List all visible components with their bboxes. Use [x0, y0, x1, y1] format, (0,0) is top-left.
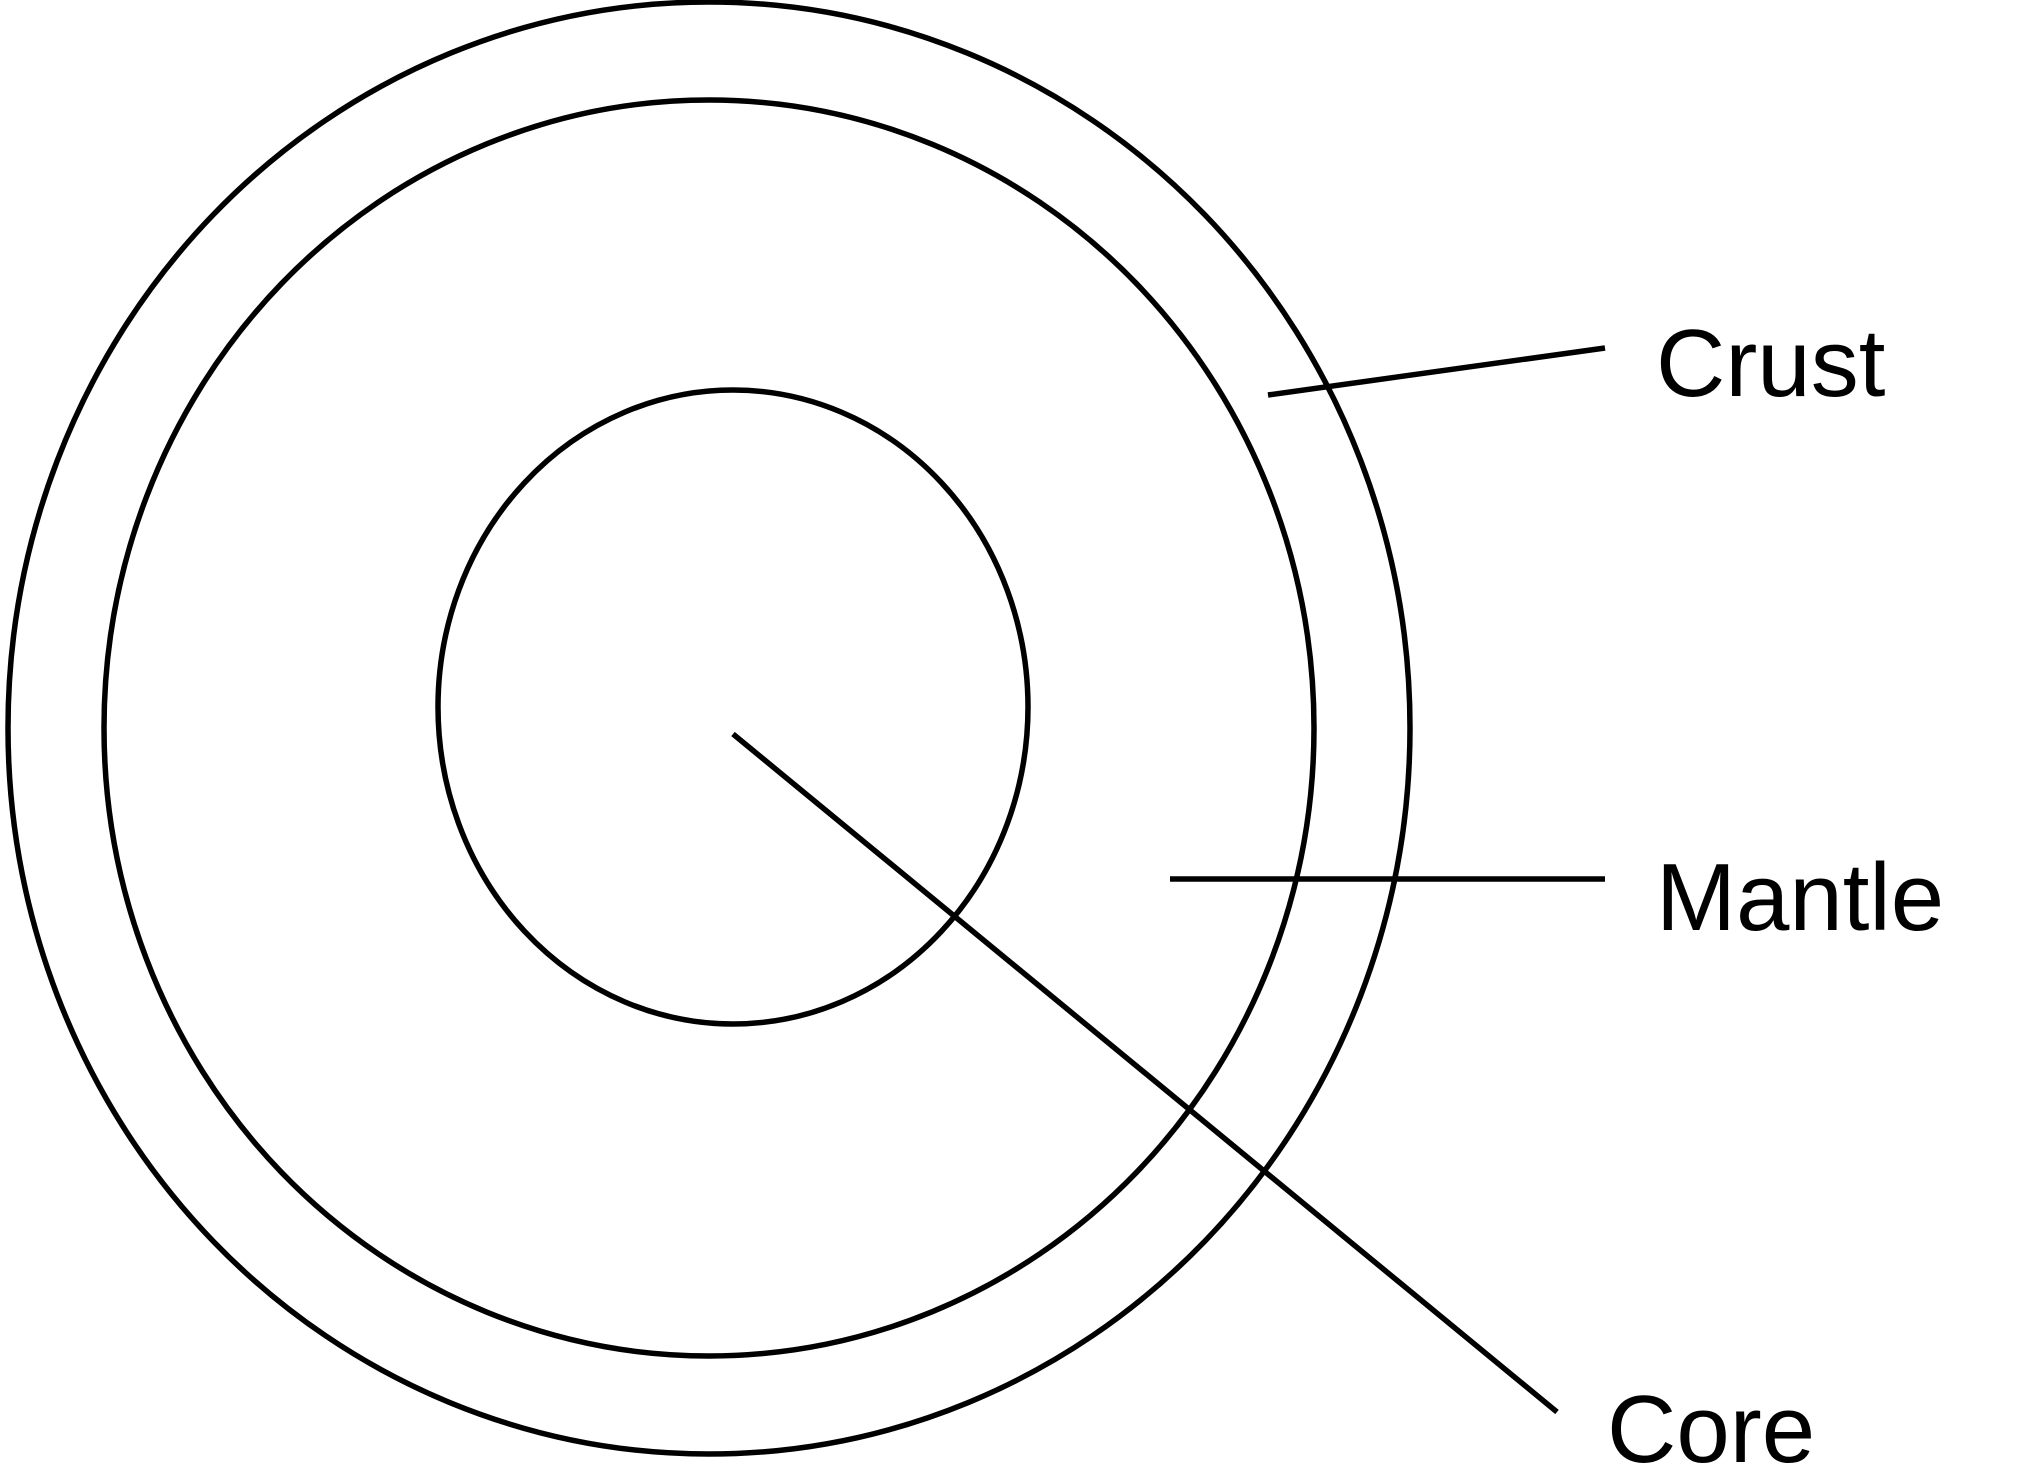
mantle-outer-boundary	[101, 97, 1317, 1359]
crust-outer-boundary	[5, 0, 1413, 1457]
core-label: Core	[1607, 1376, 1815, 1466]
core-boundary	[435, 387, 1031, 1027]
crust-label: Crust	[1656, 310, 1885, 417]
mantle-label: Mantle	[1656, 844, 1944, 951]
core-leader-line	[731, 731, 1559, 1415]
crust-leader-line	[1267, 345, 1606, 398]
